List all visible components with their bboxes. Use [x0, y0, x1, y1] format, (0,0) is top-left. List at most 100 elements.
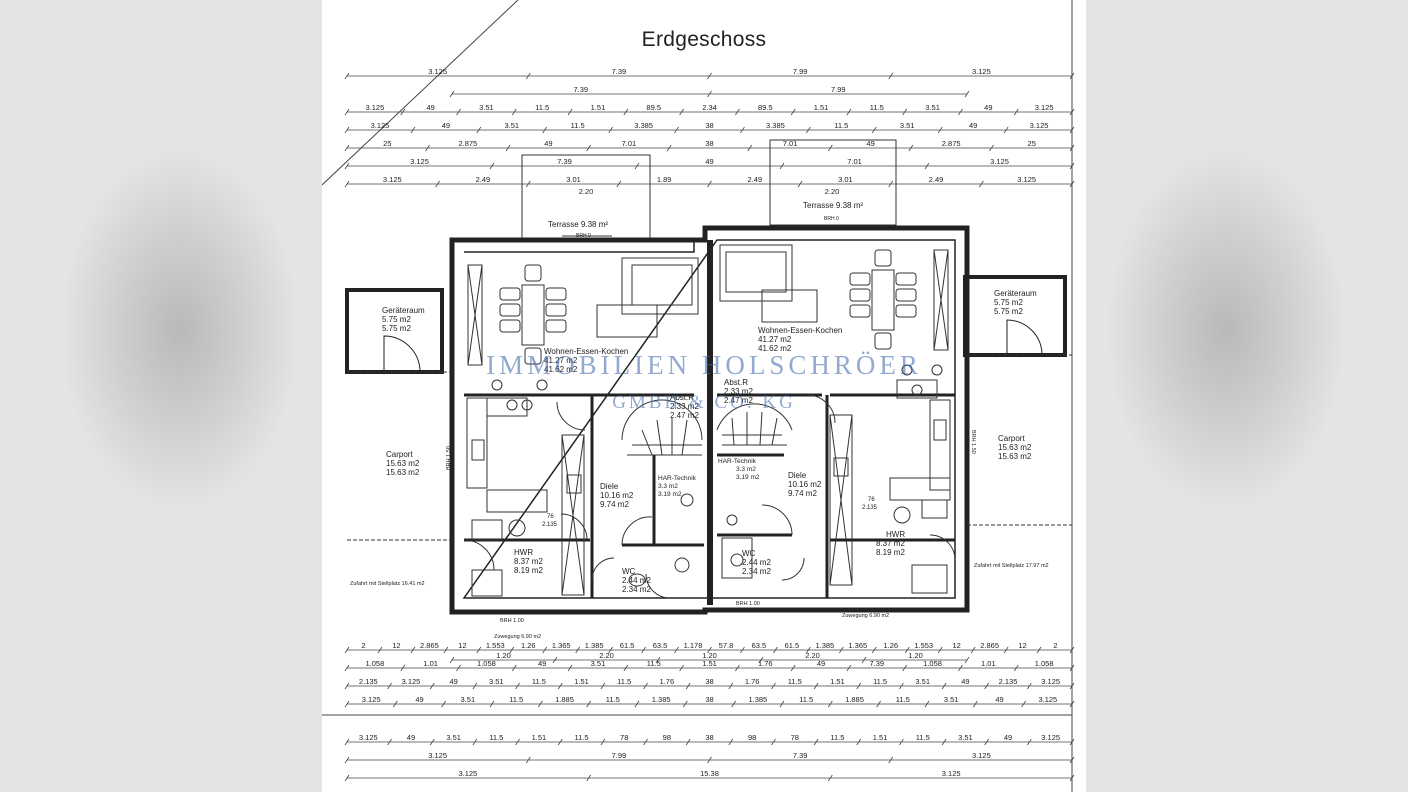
- dimension-value: 25: [1028, 139, 1036, 148]
- dimension-value: 1.76: [660, 677, 675, 686]
- dimension-tick: [538, 700, 543, 708]
- dimension-tick: [728, 682, 734, 690]
- dimension-value: 11.5: [571, 121, 585, 130]
- dimension-tick: [856, 738, 862, 746]
- dimension-value: 7.01: [622, 139, 637, 148]
- door-label-2135-right: 2.135: [862, 505, 878, 511]
- dimension-value: 49: [415, 695, 423, 704]
- dimension-value: 3.125: [365, 103, 384, 112]
- dimension-tick: [876, 700, 881, 708]
- dimension-value: 49: [866, 139, 874, 148]
- dimension-tick: [608, 126, 613, 134]
- dimension-tick: [387, 682, 392, 690]
- dimension-tick: [707, 72, 712, 80]
- dimension-tick: [567, 664, 573, 672]
- dimension-tick: [344, 126, 350, 134]
- dimension-tick: [779, 162, 785, 170]
- dimension-tick: [813, 738, 819, 746]
- dimension-value: 1.385: [652, 695, 671, 704]
- dimension-tick: [790, 664, 796, 672]
- dimension-value: 1.365: [552, 641, 571, 650]
- dimension-tick: [1069, 700, 1075, 708]
- dimension-tick: [400, 664, 406, 672]
- dimension-value: 1.51: [702, 659, 717, 668]
- dimension-value: 3.01: [838, 175, 853, 184]
- dimension-value: 2.49: [929, 175, 944, 184]
- dimension-value: 7.01: [847, 157, 862, 166]
- dimension-tick: [888, 180, 894, 188]
- dimension-tick: [707, 180, 712, 188]
- dimension-tick: [937, 126, 943, 134]
- dimension-value: 89.5: [646, 103, 661, 112]
- dimension-value: 2.875: [942, 139, 961, 148]
- dimension-value: 1.885: [555, 695, 574, 704]
- dimension-value: 1.178: [684, 641, 703, 650]
- dimension-value: 3.51: [944, 695, 959, 704]
- dimension-value: 1.26: [883, 641, 898, 650]
- dimension-tick: [1069, 126, 1075, 134]
- dimension-tick: [1069, 646, 1075, 654]
- wohnen-left-area2: 41.62 m2: [544, 365, 578, 374]
- dimension-value: 1.01: [981, 659, 996, 668]
- dimension-value: 11.5: [788, 677, 802, 686]
- geraeteraum-left-name: Geräteraum: [382, 306, 425, 315]
- dimension-value: 15.38: [700, 769, 719, 778]
- dimension-tick: [1069, 144, 1075, 152]
- dimension-tick: [552, 656, 558, 664]
- dimension-value: 49: [449, 677, 457, 686]
- zuwegung-right-label: Zuwegung 6.90 m2: [842, 613, 889, 619]
- diele-right-area2: 9.74 m2: [788, 489, 817, 498]
- dimension-value: 3.125: [1038, 695, 1057, 704]
- har-left-area2: 3.19 m2: [658, 491, 682, 498]
- door-height-labels: 76 2.135 76 2.135: [542, 497, 878, 528]
- dimension-value: 1.89: [657, 175, 672, 184]
- room-labels-right: Terrasse 9.38 m² BRH 0 Geräteraum 5.75 m…: [718, 201, 1049, 619]
- dimension-tick: [1013, 108, 1019, 116]
- dimension-tick: [476, 126, 482, 134]
- dimension-value: 2.49: [748, 175, 763, 184]
- dimension-tick: [899, 682, 904, 690]
- dimension-tick: [856, 682, 862, 690]
- dimension-value: 57.8: [719, 641, 734, 650]
- dimension-value: 49: [969, 121, 977, 130]
- dimension-tick: [828, 700, 833, 708]
- dimension-tick: [806, 646, 811, 654]
- dimension-value: 78: [791, 733, 799, 742]
- dimension-tick: [344, 108, 350, 116]
- dimension-tick: [456, 108, 461, 116]
- dimension-tick: [344, 162, 350, 170]
- carport-left-area1: 15.63 m2: [386, 459, 420, 468]
- dimension-tick: [1027, 682, 1032, 690]
- dimension-value: 25: [383, 139, 391, 148]
- dimension-tick: [634, 700, 640, 708]
- dimension-tick: [683, 700, 688, 708]
- brh-left-bottom: BRH 1.00: [500, 618, 524, 624]
- abstr-right-name: Abst.R: [724, 378, 748, 387]
- dimension-tick: [509, 646, 515, 654]
- dimension-tick: [846, 664, 852, 672]
- har-left-name: HAR-Technik: [658, 475, 697, 482]
- dimension-tick: [511, 664, 517, 672]
- dimension-value: 7.39: [612, 67, 627, 76]
- wc-left-area2: 2.34 m2: [622, 585, 651, 594]
- dimension-tick: [1027, 738, 1032, 746]
- dimension-value: 3.125: [402, 677, 421, 686]
- dimension-tick: [958, 108, 963, 116]
- hwr-left-area2: 8.19 m2: [514, 566, 543, 575]
- dimension-tick: [344, 646, 350, 654]
- dimension-value: 11.5: [896, 695, 910, 704]
- dimension-value: 7.39: [870, 659, 885, 668]
- dimension-tick: [344, 180, 350, 188]
- dimension-tick: [586, 144, 591, 152]
- zufahrt-left-label: Zufahrt mit Stellplatz 16.41 m2: [350, 581, 425, 587]
- dimension-value: 1.20: [702, 651, 717, 660]
- dimension-tick: [902, 664, 908, 672]
- dimension-value: 11.5: [916, 733, 930, 742]
- abstr-left-area1: 2.33 m2: [670, 402, 699, 411]
- terrasse-right-brh: BRH 0: [824, 216, 839, 222]
- dimension-value: 11.5: [606, 695, 620, 704]
- dimension-tick: [449, 656, 455, 664]
- dimension-value: 3.125: [428, 67, 447, 76]
- dimension-tick: [525, 72, 531, 80]
- brh-right-side: BRH 1.50: [970, 430, 976, 454]
